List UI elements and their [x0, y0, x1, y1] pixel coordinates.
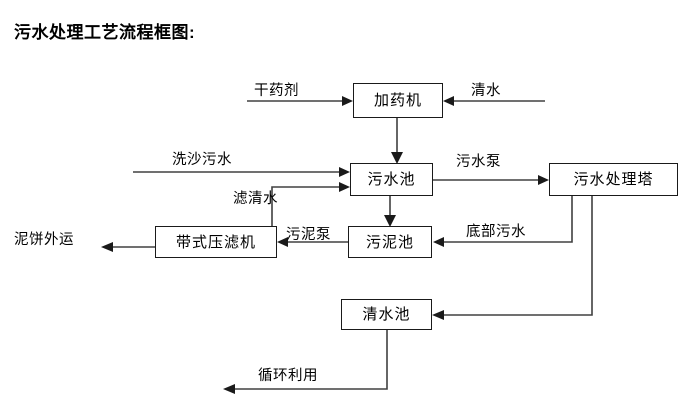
edge-dosing-to-sewage-arrowhead [391, 152, 403, 164]
edge-dry-chemical-arrowhead [342, 96, 353, 106]
edge-sand-wash-arrowhead [339, 167, 350, 177]
edge-label-mud-cake-transport: 泥饼外运 [14, 232, 74, 248]
node-clear-water-pool[interactable]: 清水池 [341, 299, 432, 330]
edge-label-sewage-pump: 污水泵 [456, 154, 501, 170]
node-sludge-pool[interactable]: 污泥池 [348, 226, 432, 258]
edge-sewage-to-sludge-arrowhead [384, 215, 396, 227]
edge-recycle-arrowhead [223, 384, 235, 394]
edge-bottom-sewage-arrowhead [433, 237, 444, 247]
edge-sludge-pump-arrowhead [277, 237, 288, 247]
edge-mud-cake-arrowhead [101, 242, 113, 252]
edge-clean-water-arrowhead [443, 96, 454, 106]
edge-filtered-water-arrowhead [339, 182, 350, 192]
edge-tower-to-clear-water-line [441, 196, 593, 316]
page-title: 污水处理工艺流程框图: [14, 23, 196, 42]
node-dosing-machine[interactable]: 加药机 [353, 83, 443, 118]
edge-sewage-pump-arrowhead [538, 175, 549, 185]
edge-bottom-sewage-line [441, 196, 573, 243]
node-treatment-tower[interactable]: 污水处理塔 [549, 163, 678, 196]
edge-label-sand-wash-sewage: 洗沙污水 [172, 152, 232, 168]
edge-label-filtered-water: 滤清水 [233, 191, 278, 207]
edge-label-clean-water: 清水 [471, 83, 501, 99]
edge-label-recycle-reuse: 循环利用 [258, 368, 318, 384]
edge-label-bottom-sewage: 底部污水 [466, 224, 526, 240]
node-belt-filter-press[interactable]: 带式压滤机 [155, 226, 277, 258]
node-sewage-pool[interactable]: 污水池 [350, 163, 433, 196]
edge-label-sludge-pump: 污泥泵 [286, 227, 331, 243]
edge-recycle-line [232, 330, 388, 390]
edge-filtered-water-line [271, 186, 342, 226]
edge-label-dry-chemical: 干药剂 [254, 83, 299, 99]
edge-tower-to-clear-water-arrowhead [432, 310, 444, 320]
